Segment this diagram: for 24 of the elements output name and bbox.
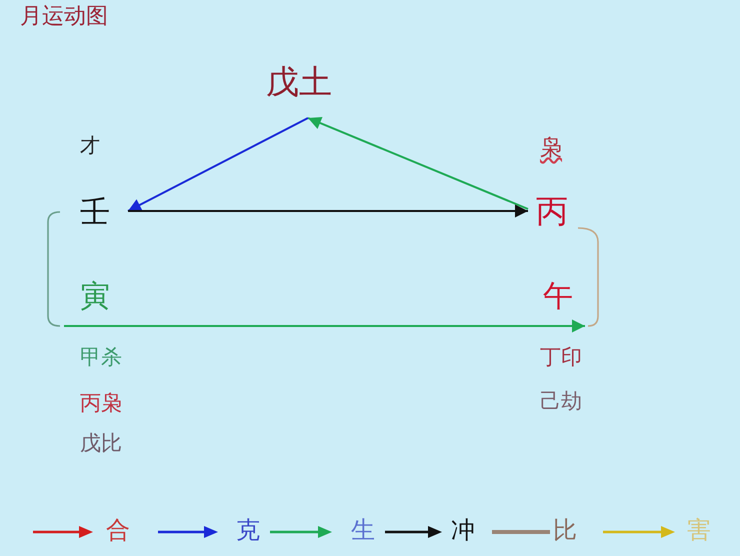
arrow <box>128 204 528 218</box>
term-label: 午 <box>543 280 573 313</box>
arrow <box>308 116 528 210</box>
legend-label: 害 <box>687 517 711 545</box>
legend-label: 合 <box>106 517 130 545</box>
annotation-label: 甲杀 <box>80 345 122 370</box>
arrow <box>64 320 585 332</box>
annotation-label: 丁印 <box>540 345 582 370</box>
legend-label: 冲 <box>451 517 475 545</box>
bracket-line <box>578 227 599 327</box>
arrow <box>128 117 308 212</box>
legend-label: 比 <box>553 517 577 545</box>
annotation-label: 才 <box>80 134 100 157</box>
term-label: 寅 <box>80 280 110 313</box>
legend-label: 生 <box>351 517 375 545</box>
diagram-title: 月运动图 <box>20 4 108 30</box>
legend-label: 克 <box>236 517 260 545</box>
annotation-label: 戊比 <box>80 431 122 456</box>
annotation-label: 丙枭 <box>80 391 122 416</box>
term-label: 壬 <box>80 196 110 229</box>
annotation-label: 枭 <box>540 136 562 163</box>
annotation-label: 己劫 <box>540 389 582 414</box>
term-label: 戊土 <box>266 64 332 100</box>
term-label: 丙 <box>536 194 568 230</box>
